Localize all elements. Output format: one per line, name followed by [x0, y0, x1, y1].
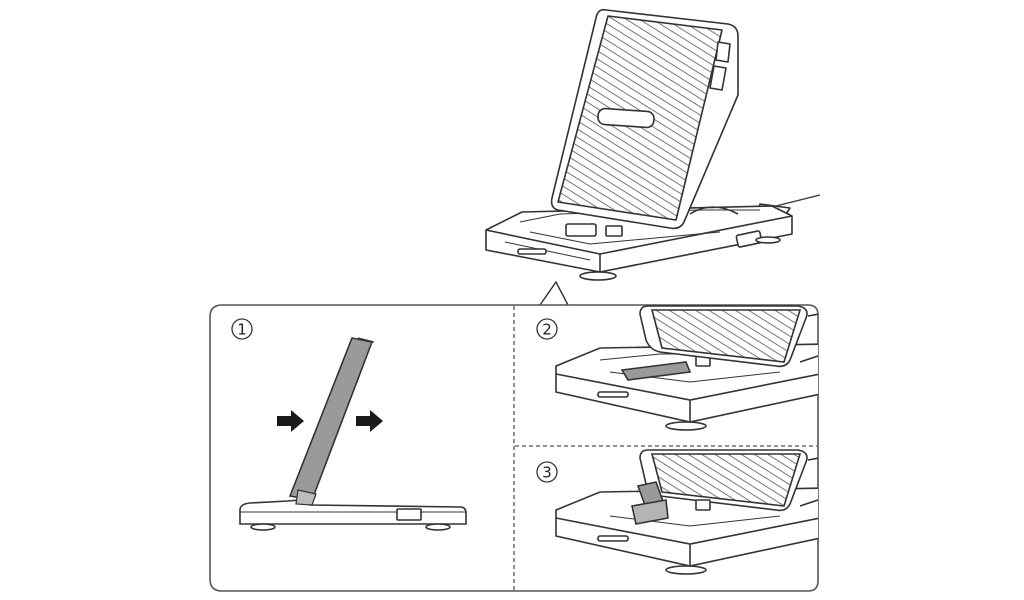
step-1-base	[239, 499, 467, 531]
brand-logo-plate	[597, 107, 655, 129]
step-3-closeup	[555, 449, 818, 575]
step-2-panel: 2	[536, 305, 818, 431]
charging-pad-panel	[550, 8, 739, 230]
step-2-cable-clip	[620, 361, 692, 381]
callout-pointer	[539, 280, 569, 306]
usb-port	[735, 230, 763, 248]
assembled-charger-illustration	[485, 8, 821, 281]
step-3-number: 3	[542, 464, 552, 482]
step-1-panel-side	[288, 337, 375, 506]
step-3-badge: 3	[536, 461, 558, 483]
step-1-usb-port	[396, 508, 422, 521]
step-2-number: 2	[542, 321, 552, 339]
push-right-arrow-icon	[356, 410, 383, 432]
steps-frame	[209, 304, 819, 592]
step-1-badge: 1	[231, 318, 253, 340]
step-1-panel: 1	[231, 318, 467, 531]
step-2-closeup	[555, 305, 818, 431]
step-2-badge: 2	[536, 318, 558, 340]
push-right-arrow-icon	[277, 410, 304, 432]
step-3-panel: 3	[536, 449, 818, 575]
step-1-number: 1	[237, 321, 247, 339]
